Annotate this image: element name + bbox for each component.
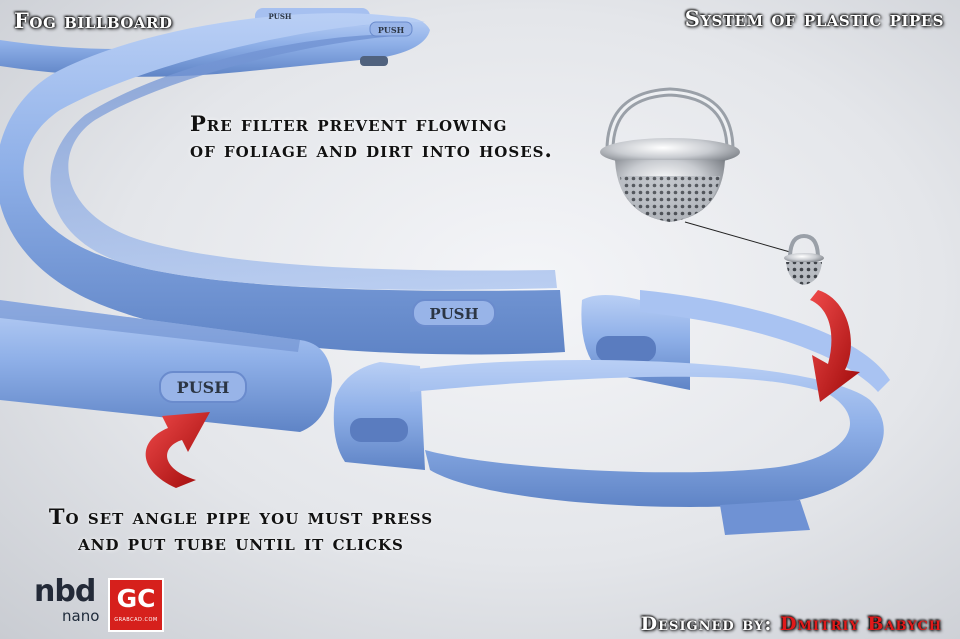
nbd-nano-logo: nbd nano: [22, 574, 104, 630]
push-annotation: To set angle pipe you must press and put…: [44, 504, 438, 556]
push-button-upper: PUSH: [412, 299, 496, 327]
svg-text:PUSH: PUSH: [429, 305, 478, 323]
nbd-logo-subtext: nano: [62, 607, 100, 625]
svg-text:PUSH: PUSH: [378, 25, 405, 35]
credit-name: Dmitriy Babych: [780, 613, 942, 635]
leader-line: [684, 221, 791, 253]
filter-annotation-line: Pre filter prevent flowing: [190, 111, 508, 136]
grabcad-logo: GC GRABCAD.COM: [108, 578, 164, 632]
s-curve-pipe: [0, 13, 565, 355]
arrow-to-push-icon: [145, 412, 210, 488]
designer-credit: Designed by: Dmitriy Babych: [641, 613, 942, 635]
filter-annotation: Pre filter prevent flowing of foliage an…: [190, 111, 553, 163]
arrow-to-pipe-icon: [810, 290, 860, 402]
nbd-logo-text: nbd: [34, 574, 96, 609]
strainer-large-icon: [600, 87, 740, 222]
grabcad-logo-subtext: GRABCAD.COM: [114, 617, 158, 623]
lower-pipe: [0, 300, 332, 432]
connector-left: [333, 362, 425, 470]
push-annotation-line: To set angle pipe you must press: [48, 504, 434, 529]
title-plastic-pipes: System of plastic pipes: [684, 6, 944, 31]
push-button-lower: PUSH: [159, 371, 247, 403]
right-curve-pipe: [410, 290, 890, 535]
credit-prefix: Designed by:: [640, 613, 773, 635]
push-button-top-small: PUSH: [268, 12, 291, 21]
svg-text:PUSH: PUSH: [268, 12, 291, 21]
strainer-small-icon: [784, 233, 824, 285]
grabcad-logo-text: GC: [116, 584, 156, 613]
svg-text:PUSH: PUSH: [177, 378, 230, 397]
title-fog-billboard: Fog billboard: [14, 8, 173, 33]
filter-annotation-line: of foliage and dirt into hoses.: [190, 137, 553, 162]
push-button-top: PUSH: [369, 21, 413, 37]
push-annotation-line: and put tube until it clicks: [78, 530, 404, 555]
